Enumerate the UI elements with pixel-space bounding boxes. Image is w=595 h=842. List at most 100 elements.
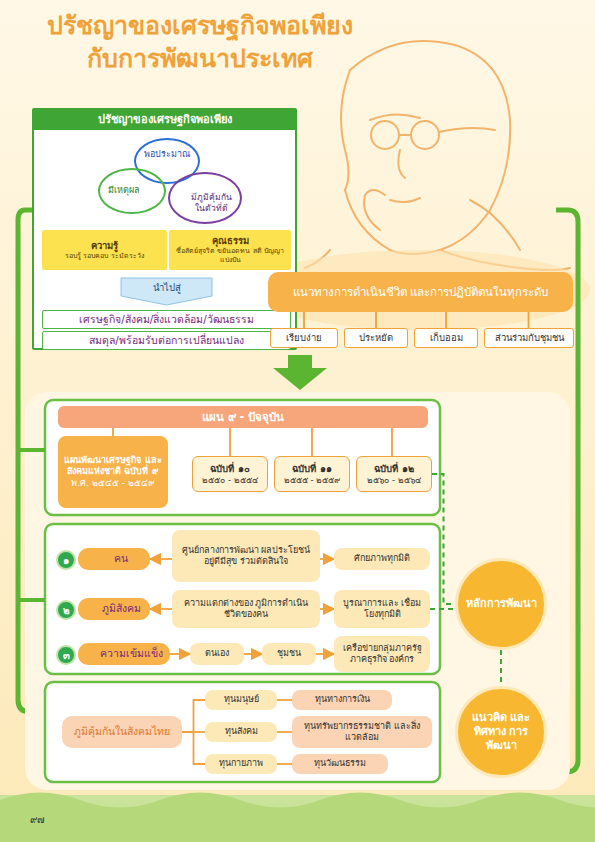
connector <box>150 608 172 610</box>
plan-box: ฉบับที่ ๑๐๒๕๕๐ - ๒๕๕๔ <box>192 456 268 492</box>
node-subtext: ๒๕๕๐ - ๒๕๕๔ <box>202 475 257 486</box>
node-text: มีภูมิคุ้มกันในตัวที่ดี <box>186 192 236 213</box>
concept-circle: หลักการพัฒนา <box>455 558 547 650</box>
node-text: ทุนทางการเงิน <box>315 694 370 705</box>
node-text: เครือข่ายกลุ่มภาครัฐ ภาคธุรกิจ องค์กร <box>338 643 426 666</box>
connector <box>375 312 377 328</box>
condition-box: ความรู้รอบรู้ รอบคอบ ระมัดระวัง <box>42 230 167 270</box>
dashed-connector <box>500 650 502 686</box>
plan-box: ฉบับที่ ๑๑๒๕๕๕ - ๒๕๕๙ <box>274 456 350 492</box>
node-text: มีเหตุผล <box>108 185 140 196</box>
capital-box: ทุนสังคม <box>205 722 277 742</box>
connector <box>170 653 190 655</box>
page-title: ปรัชญาของเศรษฐกิจพอเพียง กับการพัฒนาประเ… <box>30 10 370 75</box>
connector <box>391 428 393 456</box>
node-subtext: ๒๕๖๐ - ๒๕๖๔ <box>367 475 420 486</box>
node-text: แผนพัฒนาเศรษฐกิจ และสังคมแห่งชาติ ฉบับที… <box>62 455 164 478</box>
connector <box>320 608 334 610</box>
node-text: ทุนวัฒนธรรม <box>314 758 366 769</box>
node-text: ชุมชน <box>277 648 301 659</box>
node-text: เก็บออม <box>430 332 463 344</box>
connector <box>229 428 231 456</box>
node-text: ประหยัด <box>359 332 393 344</box>
node-text: ศักยภาพทุกมิติ <box>354 553 410 564</box>
node-text: ความรู้ <box>91 240 118 252</box>
plan-box: แผนพัฒนาเศรษฐกิจ และสังคมแห่งชาติ ฉบับที… <box>58 436 168 508</box>
node-text: แนวทางการดำเนินชีวิต และการปฏิบัติตนในทุ… <box>293 285 549 299</box>
practice-box: เก็บออม <box>414 328 478 348</box>
node-text: ความเข้มแข็ง <box>100 647 163 660</box>
practice-box: ส่วนร่วมกับชุมชน <box>484 328 574 348</box>
node-text: สมดุล/พร้อมรับต่อการเปลี่ยนแปลง <box>89 334 244 347</box>
connector <box>112 428 114 436</box>
node-text: ภูมิสังคม <box>102 602 141 615</box>
connector <box>303 312 305 328</box>
node-text: ส่วนร่วมกับชุมชน <box>495 332 564 344</box>
capital-box: ทุนมนุษย์ <box>205 690 277 710</box>
leads-to-arrow: นำไปสู่ <box>119 276 214 306</box>
capital-box: ทุนทางการเงิน <box>292 690 392 710</box>
node-text: แนวคิด และทิศทาง การพัฒนา <box>464 711 538 752</box>
plan-band: แผน ๙ - ปัจจุบัน <box>58 406 428 428</box>
connector <box>316 653 334 655</box>
connector <box>528 312 530 328</box>
immunity-box: ภูมิคุ้มกันในสังคมไทย <box>62 716 182 748</box>
connector <box>277 699 292 701</box>
node-text: นำไปสู่ <box>153 282 181 294</box>
node-text: คน <box>114 552 128 565</box>
node-text: หลักการพัฒนา <box>466 597 537 611</box>
dashed-connector <box>432 474 455 604</box>
node-text: เศรษฐกิจ/สังคม/สิ่งแวดล้อม/วัฒนธรรม <box>79 313 254 326</box>
node-text: ฉบับที่ ๑๑ <box>292 463 331 475</box>
node-text: พอประมาณ <box>144 149 190 160</box>
node-text: ศูนย์กลางการพัฒนา ผลประโยชน์ อยู่ดีมีสุข… <box>176 545 316 568</box>
node-subtext: พ.ศ. ๒๕๔๕ - ๒๕๔๙ <box>71 478 155 489</box>
node-subtext: รอบรู้ รอบคอบ ระมัดระวัง <box>65 252 143 261</box>
node-text: ภูมิคุ้มกันในสังคมไทย <box>74 725 170 738</box>
principle-box: ภูมิสังคม <box>78 598 150 620</box>
connector <box>182 700 205 732</box>
node-text: ทุนทรัพยากรธรรมชาติ และสิ่งแวดล้อม <box>295 721 429 744</box>
detail-box: ศักยภาพทุกมิติ <box>334 548 430 570</box>
concept-circle: แนวคิด และทิศทาง การพัฒนา <box>455 686 547 778</box>
practice-box: ประหยัด <box>344 328 408 348</box>
callout-number: ๑ <box>56 550 76 570</box>
connector <box>320 558 334 560</box>
plan-box: ฉบับที่ ๑๒๒๕๖๐ - ๒๕๖๔ <box>356 456 432 492</box>
philosophy-panel: ปรัชญาของเศรษฐกิจพอเพียงพอประมาณมีเหตุผล… <box>32 108 297 350</box>
node-text: เรียบง่าย <box>286 332 322 344</box>
practice-box: เรียบง่าย <box>270 328 338 348</box>
callout-number: ๒ <box>56 600 76 620</box>
node-text: แผน ๙ - ปัจจุบัน <box>202 410 285 424</box>
node-text: ทุนมนุษย์ <box>224 694 259 705</box>
principle-box: คน <box>78 548 150 570</box>
connector <box>311 428 313 456</box>
connector <box>277 763 292 765</box>
callout-number: ๓ <box>56 645 76 665</box>
dashed-connector <box>430 608 455 610</box>
node-text: ปรัชญาของเศรษฐกิจพอเพียง <box>34 110 295 130</box>
guideline-box: แนวทางการดำเนินชีวิต และการปฏิบัติตนในทุ… <box>268 272 573 312</box>
node-text: บูรณาการและ เชื่อมโยงทุกมิติ <box>338 598 426 621</box>
detail-box: ตนเอง <box>190 643 244 665</box>
connector <box>277 731 292 733</box>
principle-box: ความเข้มแข็ง <box>78 643 170 665</box>
node-subtext: ซื่อสัตย์สุจริต ขยันอดทน สติ ปัญญา แบ่งป… <box>172 247 288 265</box>
node-text: ทุนสังคม <box>225 726 258 737</box>
node-text: คุณธรรม <box>212 235 249 247</box>
outcome-box: เศรษฐกิจ/สังคม/สิ่งแวดล้อม/วัฒนธรรม <box>42 310 291 329</box>
capital-box: ทุนทรัพยากรธรรมชาติ และสิ่งแวดล้อม <box>292 716 432 748</box>
node-text: ฉบับที่ ๑๒ <box>374 463 413 475</box>
principle-circle: มีเหตุผล <box>98 168 166 214</box>
node-text: ความแตกต่างของ ภูมิการดำเนินชีวิตของคน <box>176 598 316 621</box>
connector <box>182 732 205 764</box>
condition-box: คุณธรรมซื่อสัตย์สุจริต ขยันอดทน สติ ปัญญ… <box>169 230 291 270</box>
connector <box>150 558 172 560</box>
detail-box: ชุมชน <box>262 643 316 665</box>
detail-box: บูรณาการและ เชื่อมโยงทุกมิติ <box>334 590 430 628</box>
node-subtext: ๒๕๕๕ - ๒๕๕๙ <box>284 475 340 486</box>
outcome-box: สมดุล/พร้อมรับต่อการเปลี่ยนแปลง <box>42 331 291 350</box>
detail-box: เครือข่ายกลุ่มภาครัฐ ภาคธุรกิจ องค์กร <box>334 636 430 672</box>
page-number: ๙๗ <box>30 812 45 827</box>
